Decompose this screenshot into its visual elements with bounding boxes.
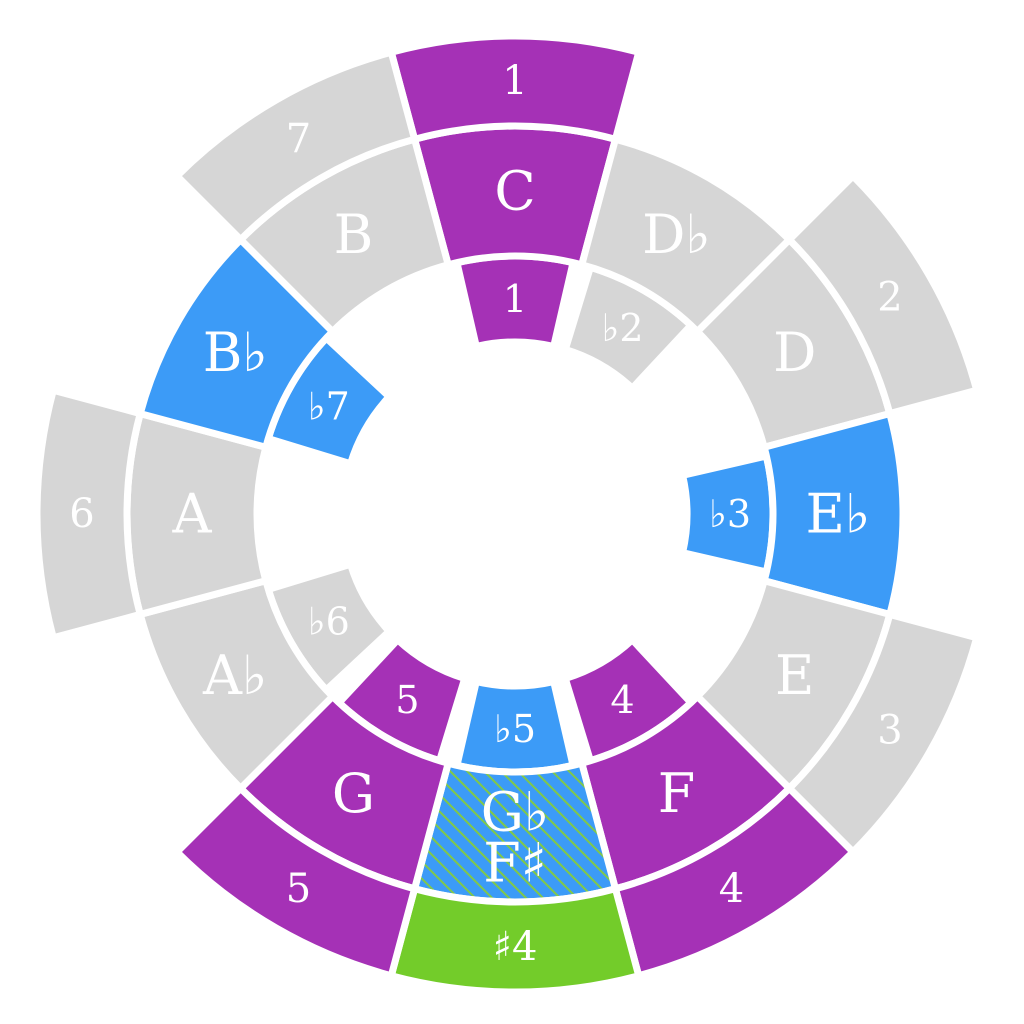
outer-interval-segment-6 [33, 385, 145, 643]
outer-interval-label-2: 2 [877, 275, 902, 321]
note-label-f: F [658, 762, 695, 825]
outer-interval-label-sharp4: ♯4 [493, 924, 538, 970]
outer-interval-label-3: 3 [877, 708, 902, 754]
note-label-aflat: A♭ [202, 644, 267, 707]
outer-interval-label-5: 5 [286, 866, 311, 912]
inner-interval-label-4: 4 [610, 678, 634, 722]
note-label-b: B [334, 203, 374, 266]
note-label-c: C [494, 160, 535, 223]
note-label-bflat: B♭ [203, 321, 268, 384]
inner-interval-label-5: 5 [395, 678, 419, 722]
outer-interval-segment-2 [784, 171, 982, 418]
inner-interval-label-flat6: ♭6 [308, 600, 350, 644]
outer-interval-label-1: 1 [502, 58, 527, 104]
inner-interval-label-flat2: ♭2 [601, 306, 643, 350]
outer-interval-label-6: 6 [69, 491, 94, 537]
inner-interval-label-1: 1 [503, 277, 527, 321]
note-label-a: A [172, 483, 213, 546]
note-label-gflat-fsharp: G♭F♯ [481, 780, 550, 894]
outer-interval-label-4: 4 [719, 866, 744, 912]
note-label-g: G [332, 762, 375, 825]
inner-interval-label-flat7: ♭7 [308, 385, 350, 429]
outer-interval-label-7: 7 [286, 116, 311, 162]
inner-interval-label-flat3: ♭3 [709, 492, 751, 536]
note-ring: C D♭ D E♭ E F G♭F♯ G A♭ A B♭ B [123, 122, 907, 906]
inner-interval-ring: 1 ♭2 ♭3 4 ♭5 5 ♭6 ♭7 [263, 252, 777, 776]
note-label-eflat: E♭ [806, 483, 871, 546]
note-label-e: E [775, 644, 814, 707]
outer-interval-segment-5 [172, 783, 419, 981]
outer-interval-ring: 1 2 3 4 ♯4 5 6 7 [33, 32, 982, 996]
outer-interval-segment-7 [172, 48, 419, 245]
inner-interval-label-flat5: ♭5 [494, 707, 536, 751]
note-label-dflat: D♭ [642, 203, 711, 266]
note-label-d: D [773, 321, 816, 384]
outer-interval-segment-1 [386, 32, 644, 144]
